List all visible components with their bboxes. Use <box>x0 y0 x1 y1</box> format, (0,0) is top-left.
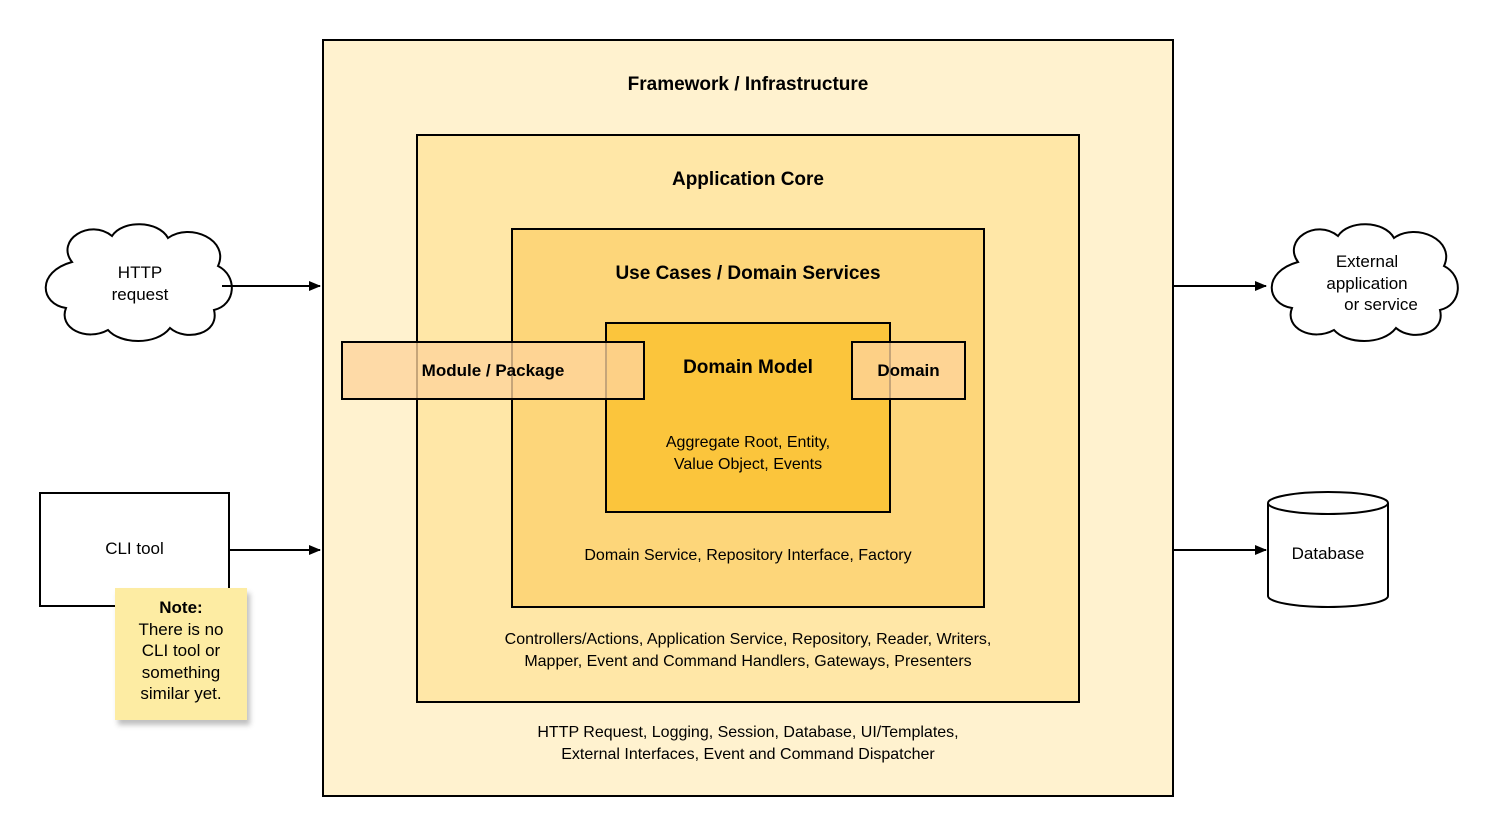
http-request-cloud <box>44 223 233 342</box>
application-core-description-line: Controllers/Actions, Application Service… <box>504 631 992 648</box>
domain-model-description: Aggregate Root, Entity, Value Object, Ev… <box>605 432 891 476</box>
external-application-cloud <box>1270 223 1459 342</box>
database-label: Database <box>1291 544 1365 563</box>
http-request-label: HTTP request <box>70 262 210 305</box>
note-line: something <box>141 662 221 682</box>
framework-description-line: HTTP Request, Logging, Session, Database… <box>537 724 959 741</box>
sticky-note: Note: There is no CLI tool or something … <box>115 588 247 720</box>
use-cases-description: Domain Service, Repository Interface, Fa… <box>584 547 912 564</box>
application-core-description-line: Mapper, Event and Command Handlers, Gate… <box>524 653 972 670</box>
http-request-label-line: HTTP <box>117 263 163 282</box>
note-line: There is no <box>138 619 224 639</box>
framework-description-line: External Interfaces, Event and Command D… <box>561 746 935 763</box>
framework-description: HTTP Request, Logging, Session, Database… <box>322 722 1174 766</box>
domain-model-description-line: Value Object, Events <box>673 456 823 473</box>
external-application-label: External application or service <box>1292 251 1442 316</box>
cli-tool-label: CLI tool <box>105 538 164 558</box>
note-heading: Note: <box>159 598 203 617</box>
application-core-description: Controllers/Actions, Application Service… <box>416 629 1080 673</box>
note-line: similar yet. <box>140 684 222 703</box>
http-request-label-line: request <box>111 284 169 304</box>
application-core-title: Application Core <box>671 169 824 190</box>
domain-model-layer <box>605 322 891 513</box>
module-package-box: Module / Package <box>341 341 645 400</box>
external-application-label-line: application <box>1326 273 1408 293</box>
database-icon <box>1267 491 1389 608</box>
domain-model-title: Domain Model <box>683 357 813 378</box>
framework-title: Framework / Infrastructure <box>627 74 869 95</box>
use-cases-title: Use Cases / Domain Services <box>615 263 881 284</box>
domain-model-description-line: Aggregate Root, Entity, <box>665 434 831 451</box>
external-application-label-line: or service <box>1344 295 1418 314</box>
external-application-label-line: External <box>1335 252 1399 271</box>
domain-box: Domain <box>851 341 966 400</box>
note-line: CLI tool or <box>141 641 221 660</box>
cli-tool-box: CLI tool <box>39 492 230 607</box>
